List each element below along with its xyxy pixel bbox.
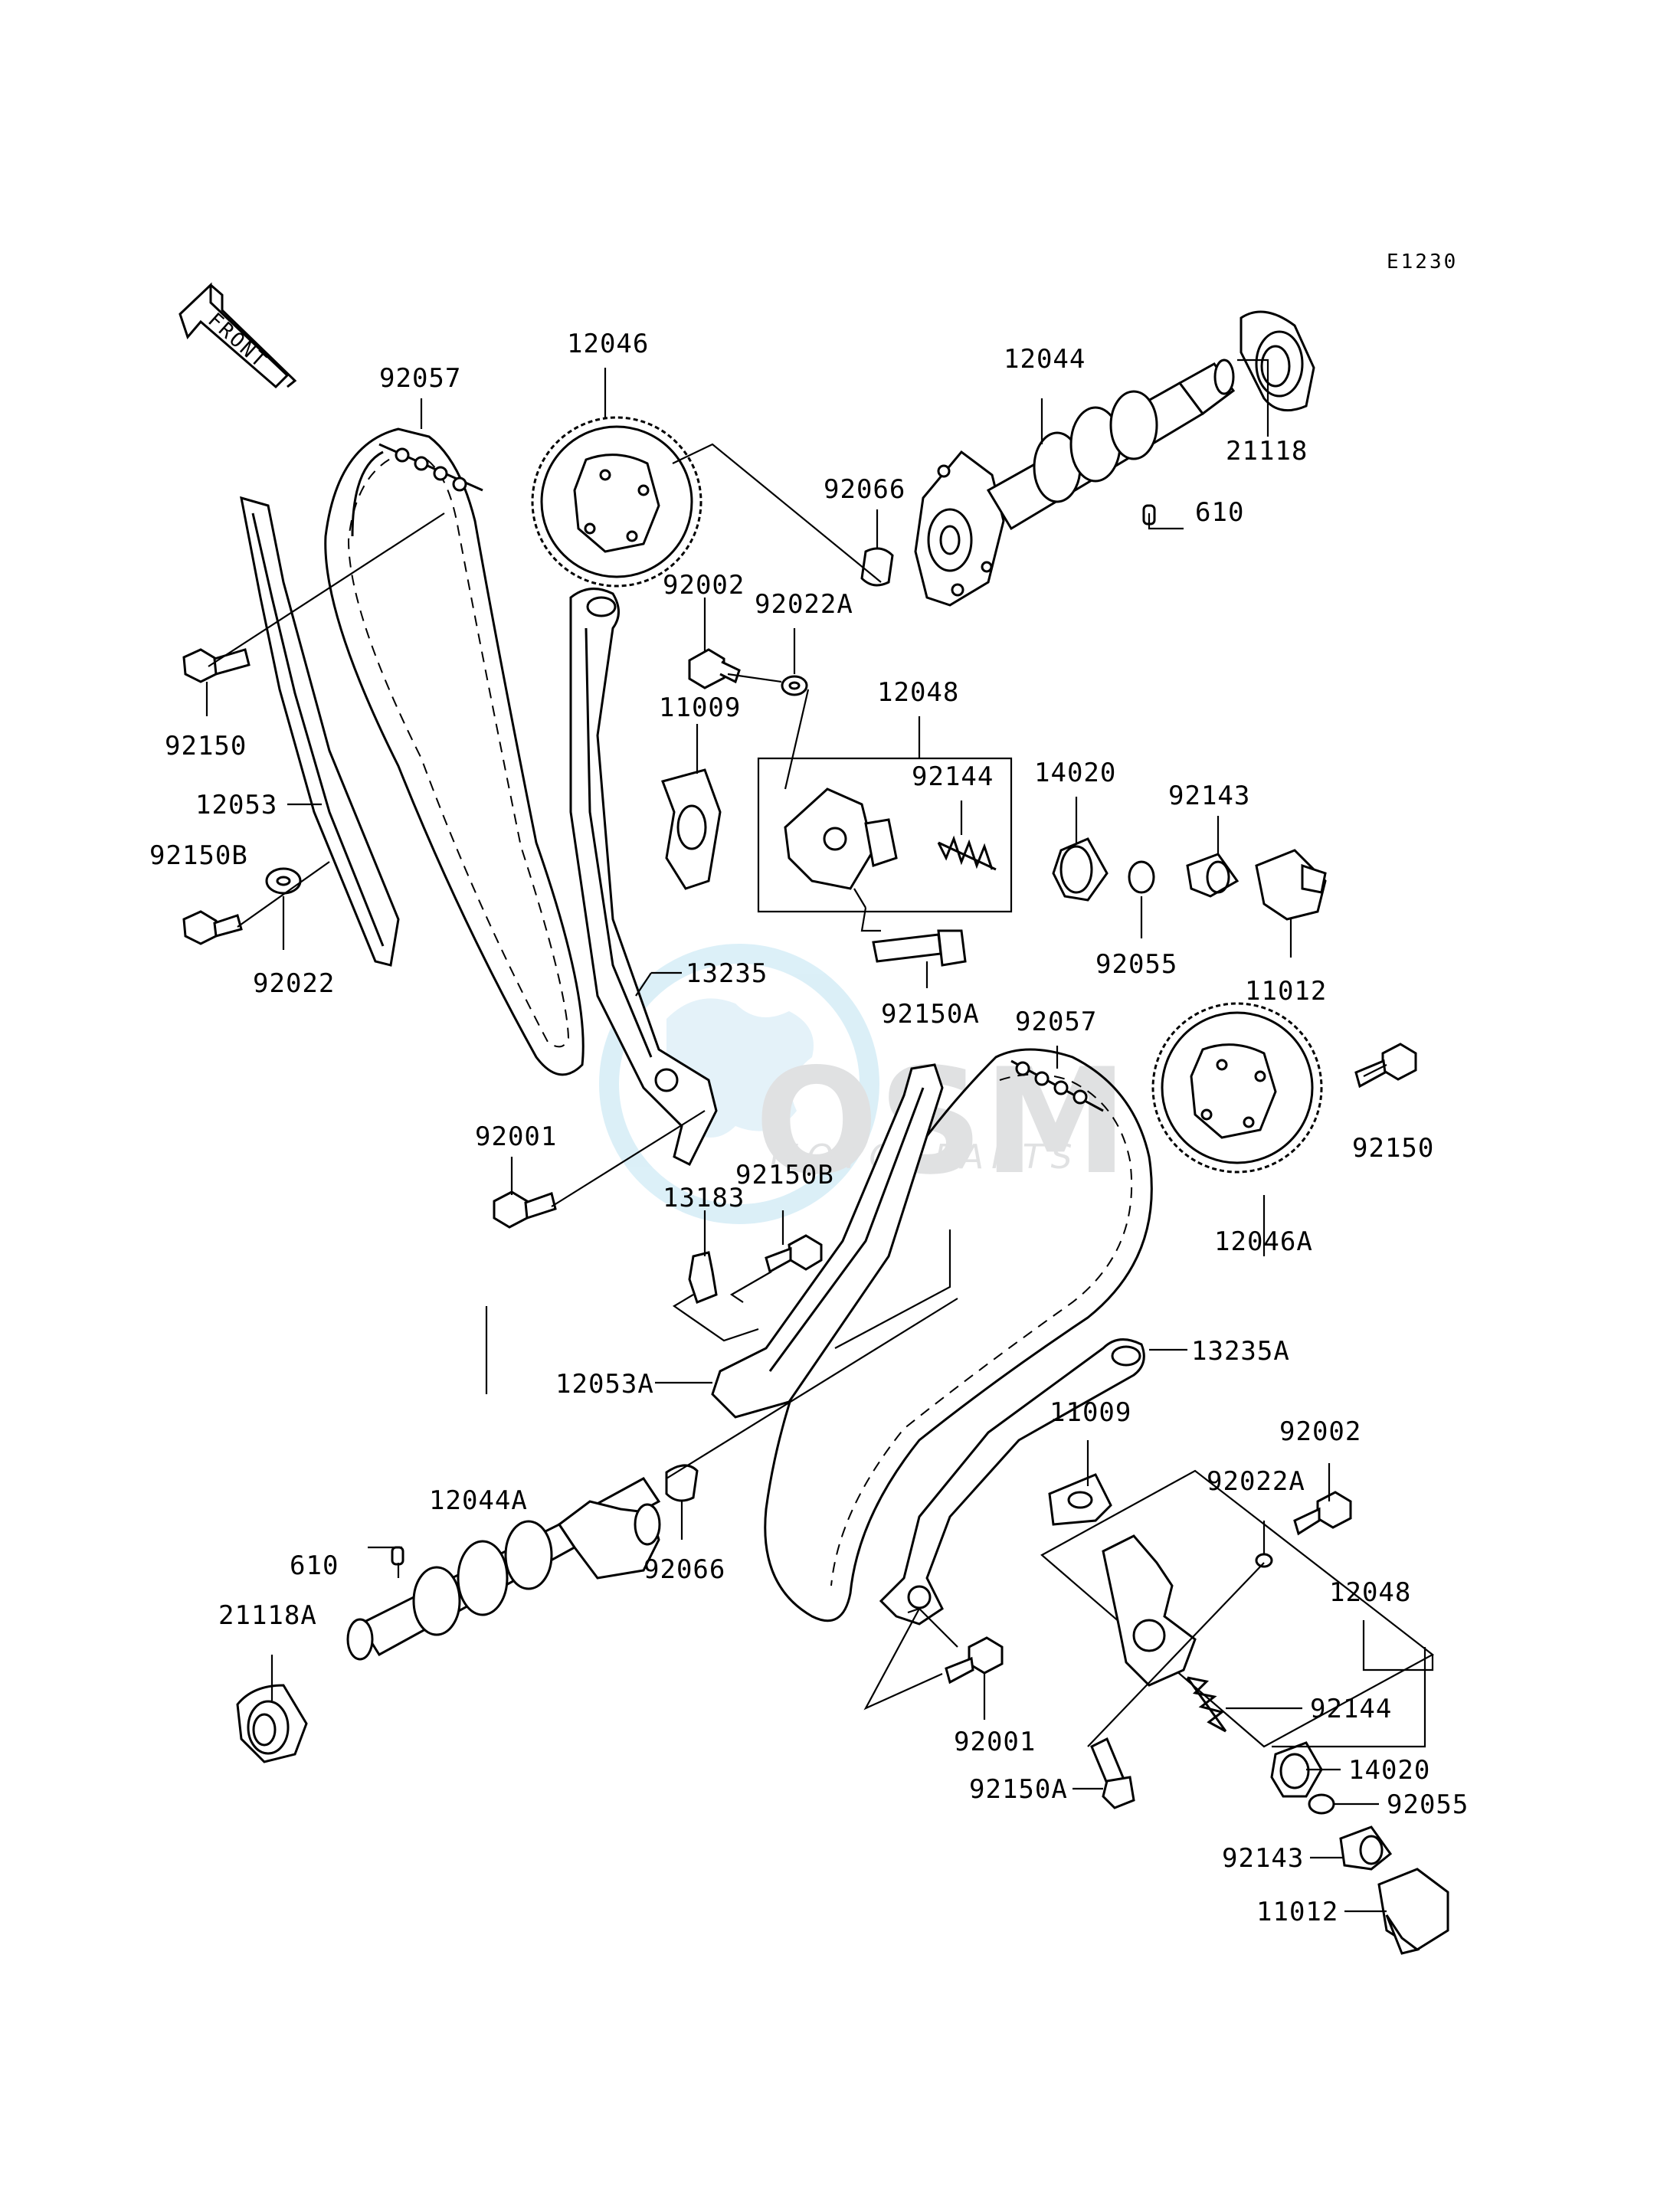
camshaft-12044 xyxy=(914,359,1236,607)
bolt-92001-top xyxy=(493,1190,557,1229)
label-92144-bottom: 92144 xyxy=(1310,1694,1392,1724)
label-92143-top: 92143 xyxy=(1168,781,1250,811)
label-92002-bottom: 92002 xyxy=(1279,1416,1361,1447)
label-14020-bottom: 14020 xyxy=(1348,1755,1430,1786)
label-12053A: 12053A xyxy=(555,1369,654,1400)
label-92150A-bottom: 92150A xyxy=(969,1774,1068,1805)
oring-92055-top xyxy=(1128,860,1155,894)
label-12048-bottom: 12048 xyxy=(1329,1577,1411,1608)
label-92066-top: 92066 xyxy=(824,474,905,505)
label-11009-top: 11009 xyxy=(659,692,741,723)
label-13235A: 13235A xyxy=(1191,1336,1290,1367)
bolt-92150A-top xyxy=(872,929,967,967)
tensioner-guide-13235 xyxy=(569,588,718,1167)
cap-14020-bottom xyxy=(1270,1741,1323,1798)
label-92057-top: 92057 xyxy=(379,363,461,394)
label-92022A-bottom: 92022A xyxy=(1207,1466,1305,1497)
label-12053: 12053 xyxy=(195,790,277,820)
label-21118: 21118 xyxy=(1226,436,1308,467)
cap-14020-top xyxy=(1052,837,1109,902)
label-12044: 12044 xyxy=(1004,344,1086,375)
label-92066-bottom: 92066 xyxy=(644,1554,725,1585)
label-92022A-top: 92022A xyxy=(755,589,853,620)
spacer-92143-bottom xyxy=(1339,1825,1393,1871)
bolt-92150B-left xyxy=(182,910,243,945)
label-92002-top: 92002 xyxy=(663,570,745,601)
label-92150A-top: 92150A xyxy=(881,999,980,1030)
label-11012-bottom: 11012 xyxy=(1256,1897,1338,1927)
chain-guide-12053A xyxy=(711,1063,944,1419)
label-12044A: 12044A xyxy=(429,1485,528,1516)
plate-21118A xyxy=(236,1684,308,1763)
pin-610-bottom xyxy=(391,1546,404,1566)
washer-92022A-top xyxy=(781,675,808,696)
label-610-top: 610 xyxy=(1195,497,1244,528)
cap-11012-top xyxy=(1255,849,1327,921)
label-92001-top: 92001 xyxy=(475,1121,557,1152)
plug-92066-top xyxy=(860,547,894,587)
bolt-92150-left xyxy=(182,648,251,683)
label-92144-top: 92144 xyxy=(912,761,994,792)
part-labels: 12046 92057 12044 21118 610 92066 92002 … xyxy=(149,329,1469,1927)
label-11009-bottom: 11009 xyxy=(1050,1397,1131,1428)
bolt-92001-bottom xyxy=(945,1636,1004,1685)
gasket-11009-bottom xyxy=(1048,1473,1112,1526)
label-92001-bottom: 92001 xyxy=(954,1727,1036,1757)
watermark-globe xyxy=(599,944,879,1224)
bracket-13183 xyxy=(688,1251,718,1304)
label-92055-bottom: 92055 xyxy=(1387,1789,1469,1820)
label-11012-top: 11012 xyxy=(1245,976,1327,1007)
label-92150-left: 92150 xyxy=(165,731,247,761)
bolt-92150-right xyxy=(1354,1043,1417,1089)
tensioner-12048-bottom xyxy=(1040,1469,1435,1748)
front-arrow-label: FRONT xyxy=(203,309,271,374)
cam-sprocket-12046 xyxy=(531,416,702,588)
spacer-92143-top xyxy=(1186,853,1240,898)
label-13235: 13235 xyxy=(686,958,768,989)
cap-11012-bottom xyxy=(1377,1868,1449,1955)
label-12046: 12046 xyxy=(567,329,649,359)
plate-21118 xyxy=(1240,310,1315,412)
bolt-92150A-bottom xyxy=(1090,1737,1135,1809)
diagram-code: E1230 xyxy=(1387,250,1458,273)
oring-92055-bottom xyxy=(1308,1793,1335,1815)
washer-92022A-bottom xyxy=(1255,1553,1273,1568)
leader-lines xyxy=(205,359,1434,1913)
camshaft-12044A xyxy=(346,1477,661,1661)
label-92057-bottom: 92057 xyxy=(1015,1007,1097,1037)
washer-92022 xyxy=(265,867,302,895)
bolt-92002-bottom xyxy=(1293,1491,1352,1536)
plug-92066-bottom xyxy=(665,1464,699,1502)
label-13183: 13183 xyxy=(663,1183,745,1213)
label-92150-right: 92150 xyxy=(1352,1133,1434,1164)
watermark-brand: OSM xyxy=(755,1037,1128,1207)
tensioner-12048-top xyxy=(757,757,1013,913)
label-12046A: 12046A xyxy=(1214,1226,1313,1257)
label-92022: 92022 xyxy=(253,968,335,999)
front-arrow-icon: FRONT xyxy=(178,282,297,389)
gasket-11009-top xyxy=(661,768,722,890)
label-92150B-left: 92150B xyxy=(149,840,248,871)
bolt-92002-top xyxy=(688,648,741,689)
label-14020-top: 14020 xyxy=(1034,758,1116,788)
label-21118A: 21118A xyxy=(218,1600,317,1631)
cam-sprocket-12046A xyxy=(1151,1002,1323,1174)
label-92055-top: 92055 xyxy=(1095,949,1177,980)
label-92150B-mid: 92150B xyxy=(735,1160,834,1190)
cam-chain-top xyxy=(324,427,585,1076)
label-610-bottom: 610 xyxy=(290,1550,339,1581)
tensioner-guide-13235A xyxy=(879,1338,1145,1626)
bolt-92150B-mid xyxy=(765,1234,823,1274)
chain-guide-12053 xyxy=(240,496,400,967)
label-12048-top: 12048 xyxy=(877,677,959,708)
label-92143-bottom: 92143 xyxy=(1222,1843,1304,1874)
